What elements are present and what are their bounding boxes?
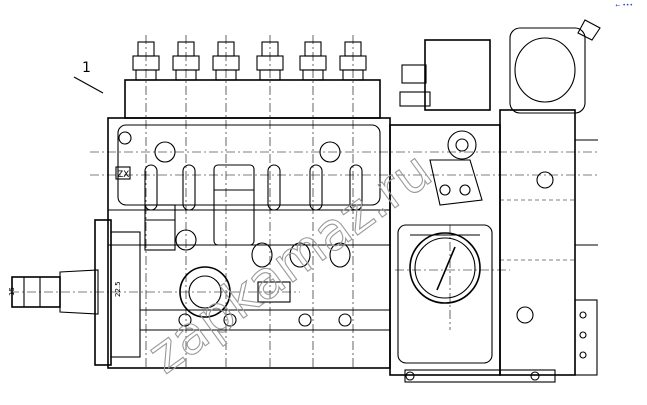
corner-mark: ← ••• — [615, 2, 633, 9]
stamp-text: ZX — [117, 170, 129, 180]
dimension-left: 15 — [8, 287, 16, 296]
valve-3 — [212, 35, 240, 370]
centre-lines — [10, 151, 600, 330]
drive-shaft: 15 22.5 — [8, 269, 122, 315]
valve-2 — [172, 35, 200, 370]
delivery-valve-row — [124, 35, 381, 370]
valve-4 — [256, 35, 284, 370]
dimension-shaft: 22.5 — [114, 281, 122, 297]
callout-number: 1 — [82, 60, 91, 76]
governor-housing — [389, 19, 601, 383]
callout-1: 1 — [73, 60, 104, 94]
valve-1 — [132, 35, 160, 370]
valve-6 — [339, 35, 367, 370]
valve-5 — [299, 35, 327, 370]
